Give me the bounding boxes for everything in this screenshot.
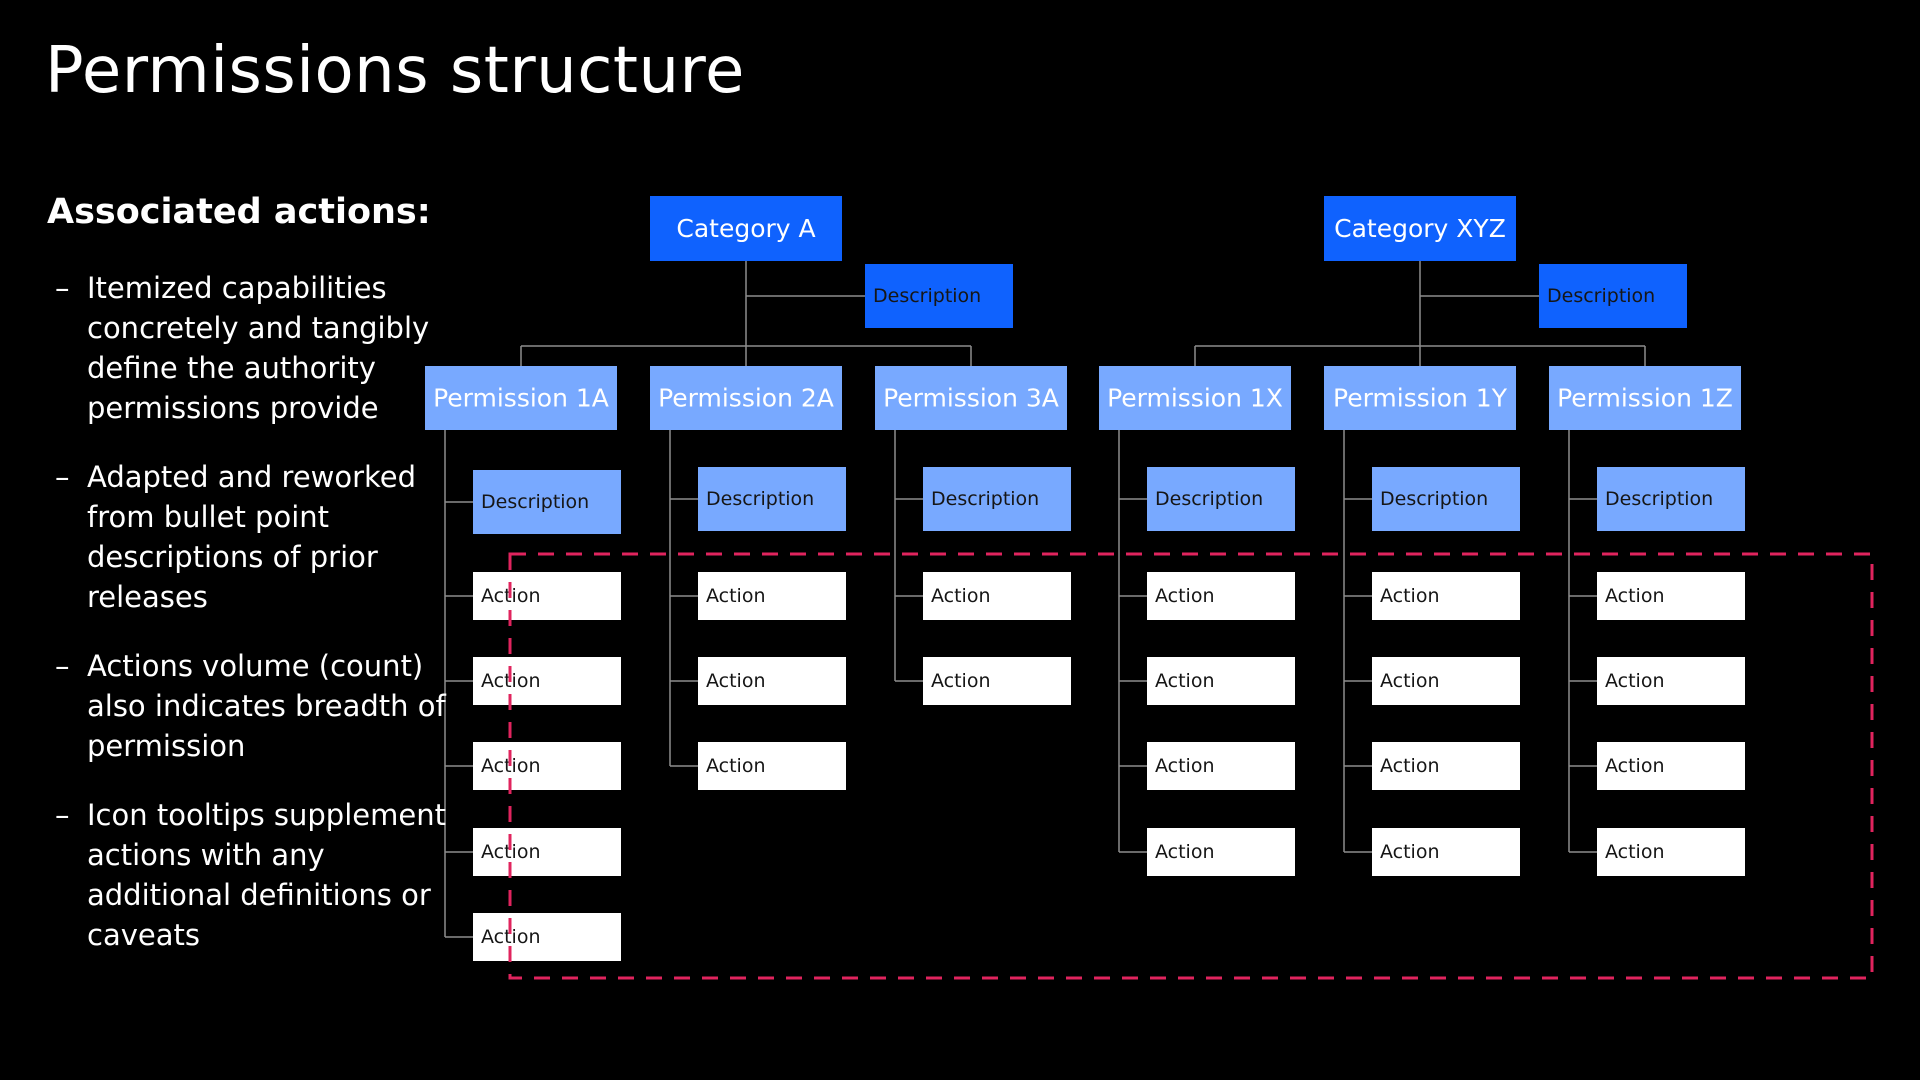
- bullet-list: – Itemized capabilities concretely and t…: [55, 268, 455, 984]
- action-box: [473, 742, 621, 790]
- bullet-dash: –: [55, 271, 70, 305]
- action-box: [1597, 742, 1745, 790]
- permission-description: [1147, 467, 1295, 531]
- permission-box: [1324, 366, 1516, 430]
- bullet-text: Itemized capabilities concretely and tan…: [87, 271, 430, 425]
- action-box: [1597, 828, 1745, 876]
- action-box: [473, 913, 621, 961]
- permission-description-label: Description: [931, 488, 1039, 510]
- action-box: [698, 742, 846, 790]
- action-box-label: Action: [1380, 755, 1440, 777]
- action-box: [1372, 828, 1520, 876]
- action-box: [1147, 657, 1295, 705]
- action-box-label: Action: [1380, 585, 1440, 607]
- bullet-dash: –: [55, 798, 70, 832]
- permission-description-label: Description: [1155, 488, 1263, 510]
- action-box-label: Action: [1380, 841, 1440, 863]
- action-box: [923, 657, 1071, 705]
- action-box-label: Action: [1155, 841, 1215, 863]
- action-box: [923, 572, 1071, 620]
- bullet-text: Icon tooltips supplement actions with an…: [87, 798, 446, 952]
- permission-description: [698, 467, 846, 531]
- bullet-item: – Adapted and reworked from bullet point…: [55, 457, 455, 617]
- action-box: [1372, 572, 1520, 620]
- bullet-dash: –: [55, 649, 70, 683]
- permission-description: [1372, 467, 1520, 531]
- permission-description-label: Description: [1380, 488, 1488, 510]
- action-box-label: Action: [931, 585, 991, 607]
- action-box-label: Action: [1605, 670, 1665, 692]
- page-title: Permissions structure: [45, 34, 745, 108]
- category-box: [650, 196, 842, 261]
- action-box: [1372, 742, 1520, 790]
- permission-description: [923, 467, 1071, 531]
- permission-description-label: Description: [1605, 488, 1713, 510]
- bullet-text: Actions volume (count) also indicates br…: [87, 649, 446, 763]
- permission-description: [473, 470, 621, 534]
- permission-description-label: Description: [706, 488, 814, 510]
- action-box: [698, 572, 846, 620]
- action-box-label: Action: [1155, 670, 1215, 692]
- action-box-label: Action: [481, 926, 541, 948]
- action-box: [1372, 657, 1520, 705]
- permission-box-label: Permission 1A: [433, 384, 609, 413]
- permission-description-label: Description: [481, 491, 589, 513]
- action-box: [473, 572, 621, 620]
- permission-box-label: Permission 1Y: [1333, 384, 1508, 413]
- permission-box: [650, 366, 842, 430]
- action-box-label: Action: [1605, 841, 1665, 863]
- associated-actions-heading: Associated actions:: [47, 192, 431, 232]
- permission-box-label: Permission 1X: [1107, 384, 1283, 413]
- action-box-label: Action: [706, 755, 766, 777]
- action-box-label: Action: [481, 841, 541, 863]
- bullet-item: – Actions volume (count) also indicates …: [55, 646, 455, 766]
- permission-box: [875, 366, 1067, 430]
- bullet-dash: –: [55, 460, 70, 494]
- category-description: [865, 264, 1013, 328]
- action-box: [473, 828, 621, 876]
- permission-box-label: Permission 3A: [883, 384, 1059, 413]
- action-box-label: Action: [931, 670, 991, 692]
- category-box: [1324, 196, 1516, 261]
- permission-box: [425, 366, 617, 430]
- permission-box: [1099, 366, 1291, 430]
- action-box: [1147, 828, 1295, 876]
- category-description-label: Description: [873, 285, 981, 307]
- category-box-label: Category XYZ: [1334, 214, 1506, 243]
- action-box-label: Action: [706, 585, 766, 607]
- action-box-label: Action: [1605, 755, 1665, 777]
- bullet-text: Adapted and reworked from bullet point d…: [87, 460, 417, 614]
- permission-box-label: Permission 1Z: [1557, 384, 1733, 413]
- permission-description: [1597, 467, 1745, 531]
- permission-box-label: Permission 2A: [658, 384, 834, 413]
- bullet-item: – Itemized capabilities concretely and t…: [55, 268, 455, 428]
- action-box-label: Action: [1605, 585, 1665, 607]
- action-box-label: Action: [1155, 585, 1215, 607]
- action-box: [1597, 572, 1745, 620]
- actions-highlight-region: [508, 552, 1874, 980]
- action-box-label: Action: [1380, 670, 1440, 692]
- action-box: [473, 657, 621, 705]
- category-box-label: Category A: [676, 214, 815, 243]
- action-box: [1147, 572, 1295, 620]
- category-description-label: Description: [1547, 285, 1655, 307]
- bullet-item: – Icon tooltips supplement actions with …: [55, 795, 455, 955]
- permission-box: [1549, 366, 1741, 430]
- action-box: [698, 657, 846, 705]
- action-box: [1597, 657, 1745, 705]
- action-box: [1147, 742, 1295, 790]
- action-box-label: Action: [706, 670, 766, 692]
- category-description: [1539, 264, 1687, 328]
- action-box-label: Action: [1155, 755, 1215, 777]
